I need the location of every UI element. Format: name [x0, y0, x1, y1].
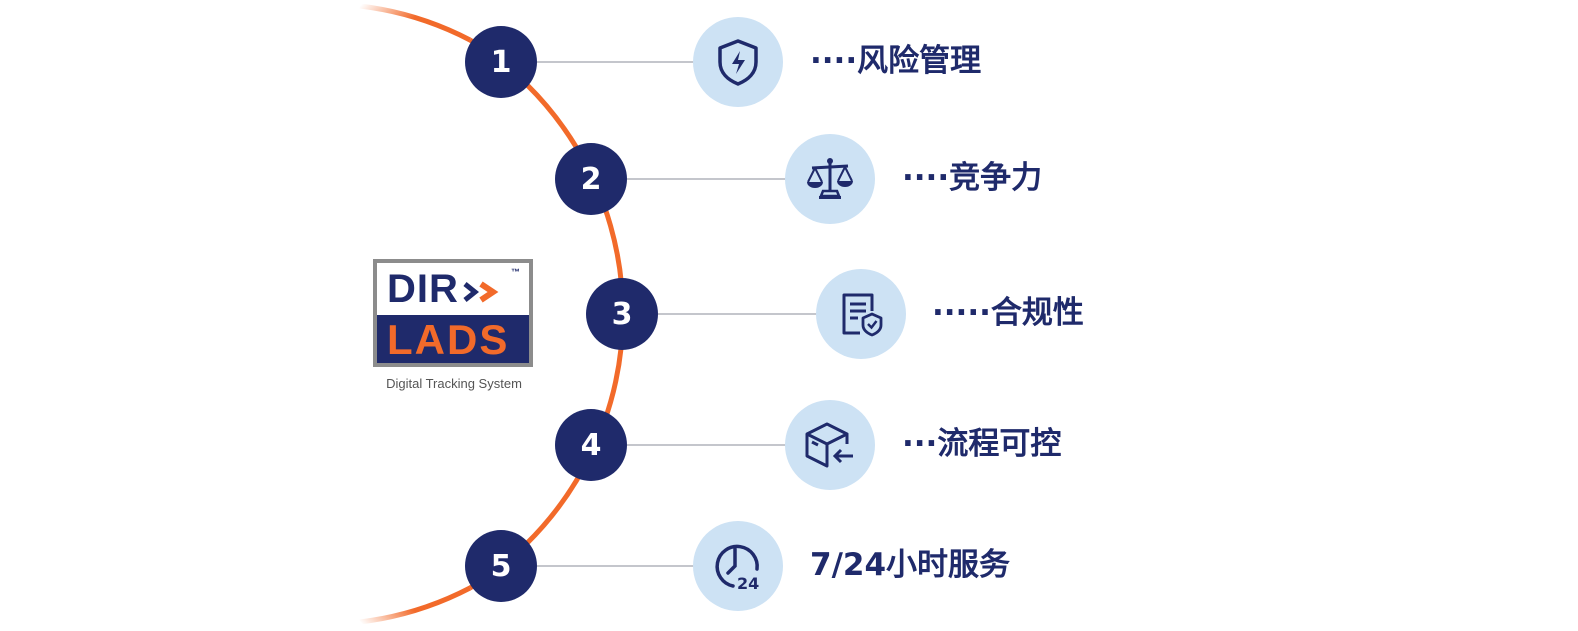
- trademark-symbol: ™: [511, 267, 520, 277]
- double-chevron-icon: [463, 281, 499, 303]
- logo-caption: Digital Tracking System: [386, 376, 522, 391]
- connector-line-2: [627, 178, 789, 180]
- icon-badge-4: [785, 400, 875, 490]
- svg-text:24: 24: [737, 574, 759, 593]
- step-number-5: 5: [465, 530, 537, 602]
- connector-line-5: [537, 565, 697, 567]
- step-number-1: 1: [465, 26, 537, 98]
- item-label-5: 7/24小时服务: [810, 547, 1011, 583]
- shield-lightning-icon: [718, 39, 758, 86]
- arc-top-fade: [359, 3, 472, 43]
- step-number-4: 4: [555, 409, 627, 481]
- item-label-1: ····风险管理: [810, 43, 982, 79]
- step-number-2: 2: [555, 143, 627, 215]
- connector-line-1: [537, 61, 697, 63]
- logo-dir-text: DIR: [387, 267, 459, 311]
- icon-badge-5: 24: [693, 521, 783, 611]
- dirlads-logo: DIR ™ LADS: [373, 259, 533, 367]
- balance-scale-icon: [807, 158, 853, 199]
- item-label-4: ···流程可控: [902, 426, 1062, 462]
- item-label-3: ·····合规性: [932, 295, 1084, 331]
- icon-badge-3: [816, 269, 906, 359]
- document-shield-check-icon: [842, 293, 883, 337]
- step-number-3: 3: [586, 278, 658, 350]
- logo-lads-text: LADS: [387, 316, 510, 363]
- box-arrow-in-icon: [805, 422, 853, 468]
- logo-bottom-panel: LADS: [377, 315, 529, 363]
- icon-badge-1: [693, 17, 783, 107]
- logo-top-panel: DIR ™: [377, 263, 529, 315]
- item-label-2: ····竞争力: [902, 160, 1043, 196]
- arc-bottom-fade: [359, 585, 472, 625]
- connector-line-4: [627, 444, 789, 446]
- icon-badge-2: [785, 134, 875, 224]
- connector-line-3: [658, 313, 820, 315]
- clock-24-icon: 24: [715, 544, 759, 593]
